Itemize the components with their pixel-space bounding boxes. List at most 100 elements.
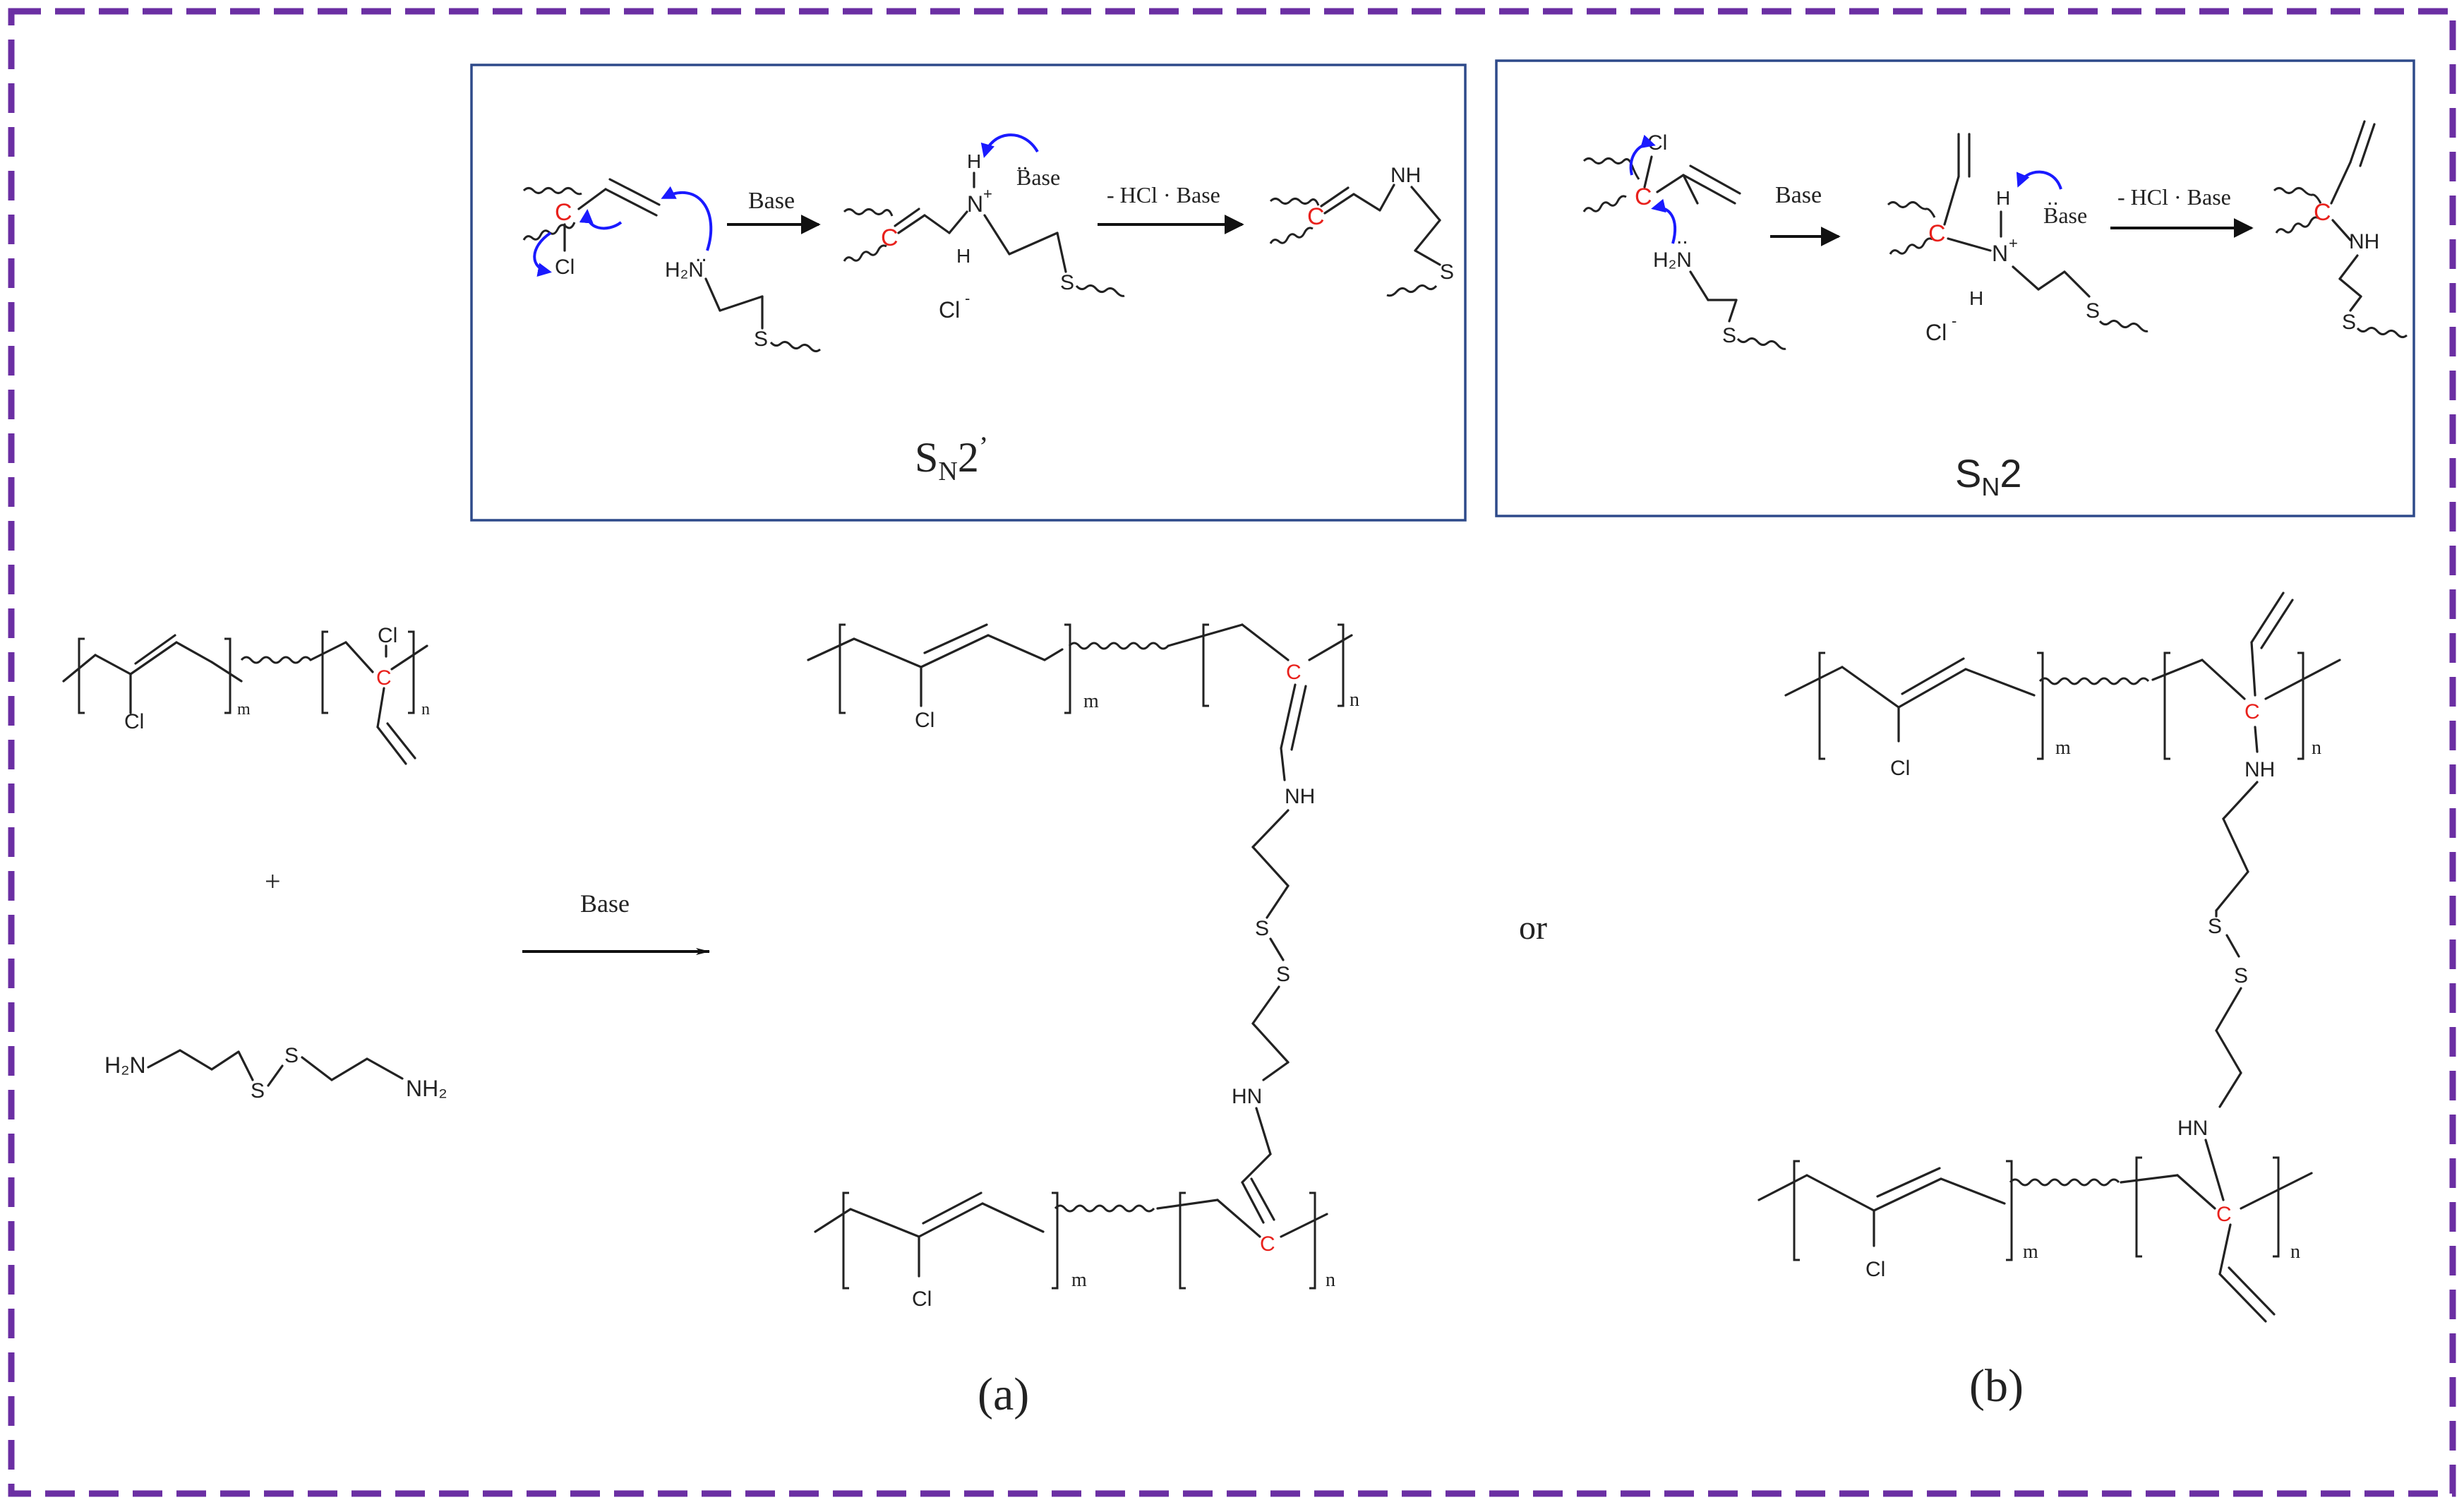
sn2p-product: C NH S — [1269, 164, 1454, 297]
n-subscript: n — [2312, 737, 2321, 759]
sulfur-label: S — [1060, 271, 1074, 294]
sulfur-label: S — [2208, 915, 2222, 938]
curved-electron-arrow-icon — [533, 232, 552, 277]
hydrogen-label: H — [967, 150, 981, 172]
sulfur-label: S — [1440, 260, 1454, 284]
hn-label: HN — [1232, 1085, 1262, 1108]
sulfur-label: S — [2234, 964, 2248, 987]
sulfur-label: S — [2342, 311, 2356, 334]
n-subscript: n — [1350, 689, 1359, 711]
wavy-bond-icon — [2275, 216, 2319, 234]
m-subscript: m — [237, 700, 251, 719]
wavy-bond-icon — [1582, 195, 1627, 212]
sn2p-reactant: C Cl — [522, 178, 713, 279]
nitrogen-label: N — [1992, 241, 2008, 266]
sn2-reactant: C Cl .. H₂N S — [1582, 131, 1786, 350]
amine-label: NH₂ — [406, 1076, 447, 1101]
wavy-bond-icon — [2009, 1178, 2120, 1187]
wavy-bond-icon — [1269, 198, 1320, 206]
hydrogen-label: H — [956, 245, 970, 267]
nh-label: NH — [2244, 758, 2275, 781]
n-subscript: n — [2290, 1241, 2300, 1263]
lone-pair-dots: .. — [695, 243, 707, 266]
curved-electron-arrow-icon — [579, 209, 623, 230]
base-label: Base — [1775, 182, 1822, 208]
sn2-intermediate: C N + H H S .. Base Cl - — [1887, 133, 2149, 345]
wavy-bond-icon — [2356, 326, 2408, 339]
wavy-bond-icon — [1736, 337, 1786, 350]
chlorine-label: Cl — [124, 710, 144, 733]
reactive-carbon: C — [1260, 1232, 1275, 1256]
sn2p-amine: .. H₂N S — [665, 243, 821, 353]
reactive-carbon: C — [2314, 199, 2331, 226]
sulfur-label: S — [754, 328, 768, 351]
amine-label: H₂N — [104, 1052, 146, 1078]
sulfur-label: S — [2086, 299, 2100, 323]
n-subscript: n — [421, 700, 430, 719]
base-label: Base — [1016, 164, 1060, 190]
base-label: Base — [2043, 203, 2087, 228]
plus-charge: + — [983, 185, 992, 203]
wavy-bond-icon — [2038, 677, 2150, 685]
reactive-carbon: C — [1307, 203, 1325, 230]
chloride-ion: Cl — [1925, 320, 1947, 345]
curved-electron-arrow-icon — [661, 186, 713, 251]
chlorine-label: Cl — [1865, 1258, 1885, 1281]
product-b-label: (b) — [1969, 1360, 2024, 1412]
reactive-carbon: C — [1635, 184, 1652, 210]
wavy-bond-icon — [843, 244, 887, 262]
sulfur-label: S — [1722, 324, 1736, 347]
chlorine-label: Cl — [1890, 757, 1910, 780]
chlorine-label: Cl — [912, 1287, 932, 1311]
or-label: or — [1519, 909, 1547, 947]
plus-sign: + — [265, 865, 281, 897]
nh-label: NH — [2349, 230, 2379, 253]
sulfur-label: S — [1276, 963, 1290, 986]
n-subscript: n — [1326, 1269, 1335, 1291]
chlorine-label: Cl — [378, 624, 397, 647]
reactive-carbon: C — [376, 666, 392, 690]
sn2-prime-panel: C Cl .. H₂N S Base C — [470, 64, 1467, 522]
wavy-bond-icon — [2098, 319, 2149, 332]
cystamine: H₂N S S NH₂ — [104, 1044, 447, 1103]
sn2p-intermediate: C N + H H S .. Base Cl - — [843, 133, 1125, 323]
hcl-base-label: - HCl · Base — [2117, 184, 2231, 210]
hn-label: HN — [2177, 1117, 2208, 1140]
wavy-bond-icon — [1386, 284, 1438, 297]
curved-electron-arrow-icon — [980, 133, 1039, 158]
reactive-carbon: C — [1928, 220, 1946, 247]
amine-label: H₂N — [665, 258, 704, 282]
sn2-title: SN2 — [1955, 451, 2022, 501]
curved-electron-arrow-icon — [1651, 198, 1677, 244]
base-label: Base — [580, 889, 630, 918]
outer-dashed-frame — [8, 8, 2456, 1497]
minus-charge: - — [965, 289, 970, 307]
hydrogen-label: H — [1969, 287, 1983, 309]
chlorine-label: Cl — [555, 256, 575, 279]
product-b: Cl m C n NH S S HN C — [1757, 592, 2341, 1323]
wavy-bond-icon — [240, 656, 312, 664]
amine-label: H₂N — [1653, 248, 1692, 272]
nh-label: NH — [1285, 785, 1315, 808]
sulfur-label: S — [284, 1044, 299, 1067]
sulfur-label: S — [1255, 917, 1269, 940]
sn2-panel: C Cl .. H₂N S Base C N — [1495, 59, 2415, 517]
wavy-bond-icon — [1887, 201, 1936, 218]
chloride-ion: Cl — [939, 297, 960, 323]
wavy-bond-icon — [1054, 1204, 1155, 1213]
sulfur-label: S — [251, 1079, 265, 1103]
m-subscript: m — [1083, 690, 1099, 712]
m-subscript: m — [2023, 1241, 2038, 1263]
hcl-base-label: - HCl · Base — [1107, 182, 1220, 208]
lone-pair-dots: .. — [1676, 225, 1688, 248]
wavy-bond-icon — [1889, 237, 1933, 255]
wavy-bond-icon — [1068, 642, 1170, 650]
lone-pair-dots: .. — [2047, 186, 2059, 210]
m-subscript: m — [1071, 1269, 1087, 1291]
nh-label: NH — [1390, 164, 1421, 187]
reactive-carbon: C — [1286, 661, 1302, 684]
reactive-carbon: C — [2244, 700, 2260, 724]
product-a-label: (a) — [978, 1369, 1029, 1420]
reactive-carbon: C — [881, 224, 899, 251]
